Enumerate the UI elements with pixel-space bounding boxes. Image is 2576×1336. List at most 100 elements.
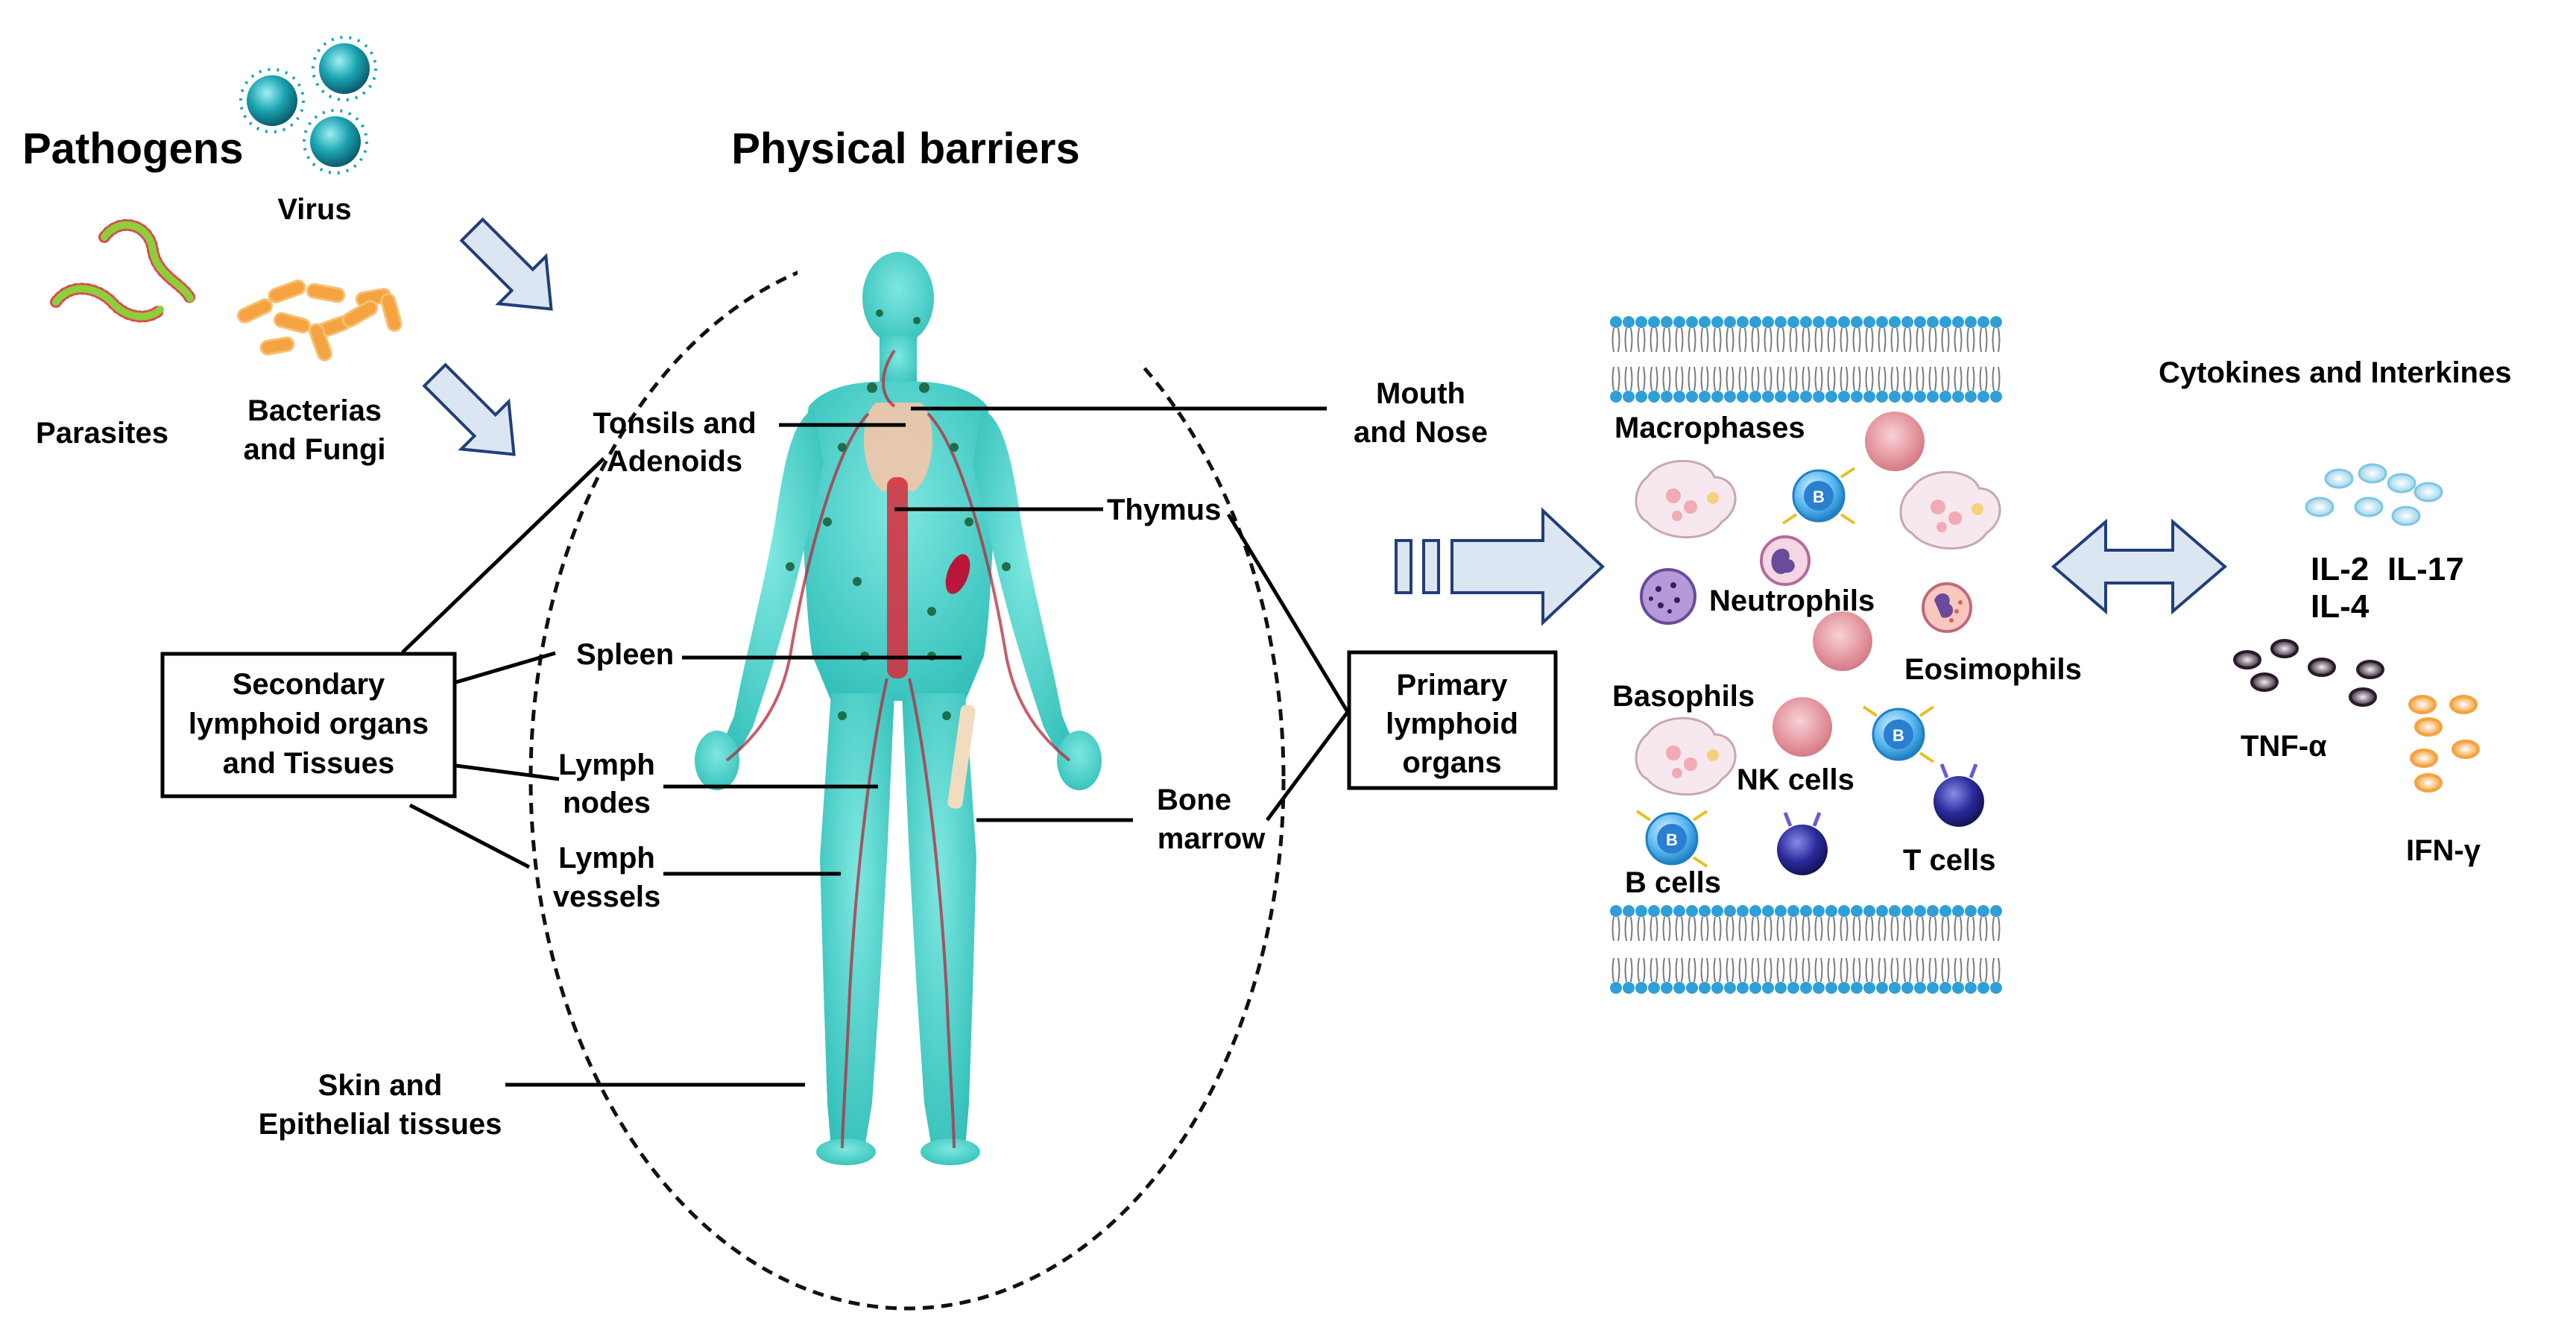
- lipid-tail: [1979, 327, 1988, 353]
- lipid-tail: [1789, 366, 1798, 391]
- lipid-tail: [1979, 957, 1988, 983]
- lipid-tail: [1890, 327, 1899, 353]
- lipid-tail: [1637, 916, 1646, 942]
- lipid-head: [1661, 316, 1673, 328]
- virus-icon: [312, 36, 377, 101]
- human-body: [695, 246, 1140, 1189]
- lipid-tail: [1916, 916, 1925, 942]
- lipid-tail: [1916, 366, 1925, 391]
- lipid-head: [1749, 905, 1761, 917]
- lipid-tail: [1726, 366, 1734, 391]
- lipid-tail: [1840, 327, 1849, 353]
- bacteria-label-line1: Bacterias: [247, 394, 382, 427]
- lipid-tail: [1624, 327, 1633, 353]
- lipid-head: [1623, 905, 1635, 917]
- lipid-tail: [1966, 957, 1975, 983]
- eosinophil-icon: [1922, 582, 1972, 633]
- double-arrow: [2051, 518, 2228, 615]
- lymph-vessels-label-line1: Lymph: [558, 842, 655, 875]
- immune-cells: B B B: [1635, 412, 2001, 875]
- lipid-head: [1863, 316, 1875, 328]
- lipid-tail: [1878, 366, 1887, 391]
- lipid-tail: [1903, 916, 1912, 942]
- lipid-head: [1686, 905, 1698, 917]
- lipid-head: [1851, 391, 1863, 403]
- lipid-tail: [1802, 916, 1811, 942]
- lipid-head: [1787, 316, 1799, 328]
- lipid-head: [1673, 905, 1685, 917]
- lipid-tail: [1827, 916, 1836, 942]
- lipid-tail: [1878, 957, 1887, 983]
- lipid-tail: [1738, 916, 1747, 942]
- lipid-tail: [1979, 916, 1988, 942]
- leader-lines: [401, 406, 1350, 1087]
- pathogen-arrow: [422, 362, 516, 456]
- lipid-tail: [1662, 957, 1671, 983]
- lipid-head: [1686, 391, 1698, 403]
- lipid-tail: [1700, 366, 1709, 391]
- lymph-vessels-label-line2: vessels: [552, 880, 661, 913]
- secondary-lymphoid-box: [160, 652, 457, 798]
- lipid-head: [1927, 316, 1939, 328]
- lipid-tail: [1764, 366, 1772, 391]
- lipid-head: [1851, 905, 1863, 917]
- lipid-head: [1952, 316, 1964, 328]
- lipid-head: [1813, 982, 1825, 994]
- lipid-head: [1762, 316, 1774, 328]
- ifn-label: IFN-γ: [2406, 834, 2481, 867]
- lipid-tail: [1688, 327, 1696, 353]
- lipid-head: [1635, 391, 1647, 403]
- lipid-head: [1825, 982, 1837, 994]
- lipid-tail: [1650, 957, 1658, 983]
- lipid-tail: [1688, 916, 1696, 942]
- lipid-tail: [1688, 957, 1696, 983]
- lipid-tail: [1611, 327, 1620, 353]
- lipid-tail: [1992, 957, 2001, 983]
- lipid-head: [1711, 316, 1723, 328]
- lipid-head: [1901, 316, 1913, 328]
- lipid-tail: [1688, 366, 1696, 391]
- lipid-head: [1990, 905, 2002, 917]
- lipid-tail: [1637, 366, 1646, 391]
- lipid-head: [1952, 391, 1964, 403]
- thymus-label: Thymus: [1107, 494, 1222, 526]
- lipid-head: [1800, 316, 1812, 328]
- red-cell-icon: [1772, 697, 1832, 757]
- lipid-tail: [1954, 957, 1963, 983]
- lipid-head: [1711, 982, 1723, 994]
- lipid-head: [1648, 905, 1660, 917]
- lipid-tail: [1713, 327, 1722, 353]
- lipid-tail: [1675, 327, 1684, 353]
- lipid-head: [1610, 316, 1622, 328]
- lipid-head: [1952, 982, 1964, 994]
- lipid-head: [1838, 905, 1850, 917]
- b-marker: B: [1892, 726, 1904, 745]
- lipid-tail: [1789, 916, 1798, 942]
- lipid-tail: [1865, 366, 1874, 391]
- lipid-tail: [1928, 957, 1937, 983]
- virus-icon: [239, 68, 305, 133]
- lipid-tail: [1954, 366, 1963, 391]
- macrophases-label: Macrophases: [1614, 412, 1805, 444]
- lipid-tail: [1700, 916, 1709, 942]
- lipid-tail: [1776, 957, 1785, 983]
- lipid-head: [1901, 905, 1913, 917]
- lipid-tail: [1966, 916, 1975, 942]
- lipid-tail: [1751, 366, 1760, 391]
- lipid-tail: [1789, 957, 1798, 983]
- lipid-head: [1990, 982, 2002, 994]
- lipid-head: [1724, 316, 1736, 328]
- lipid-head: [1711, 391, 1723, 403]
- lipid-head: [1965, 391, 1977, 403]
- lipid-tail: [1954, 327, 1963, 353]
- lipid-tail: [1992, 327, 2001, 353]
- parasite-icon: [50, 218, 196, 323]
- lipid-head: [1825, 316, 1837, 328]
- lipid-tail: [1979, 366, 1988, 391]
- lipid-head: [1648, 391, 1660, 403]
- lipid-head: [1977, 905, 1989, 917]
- bacteria-label-line2: and Fungi: [243, 433, 386, 466]
- lipid-tail: [1738, 957, 1747, 983]
- bone-marrow-label-line1: Bone: [1157, 784, 1231, 816]
